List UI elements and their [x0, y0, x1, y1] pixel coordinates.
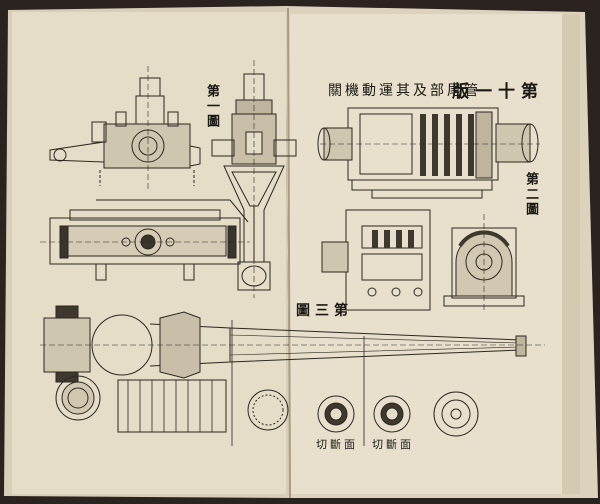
section-label-left: 面斷切 [316, 438, 358, 451]
figure-3-drawing [40, 305, 545, 446]
figure-1-label: 第一圖 [204, 84, 219, 129]
figure-2-label: 第二圖 [523, 172, 538, 217]
plate-subtitle: 管尾部及其運動機關 [328, 83, 481, 99]
figure-3-label: 第三圖 [296, 303, 353, 319]
section-label-right: 面斷切 [372, 438, 414, 451]
figure-2-drawing [317, 107, 540, 312]
figure-1-drawing [40, 60, 297, 298]
plate-title: 第十一版 [452, 82, 544, 102]
